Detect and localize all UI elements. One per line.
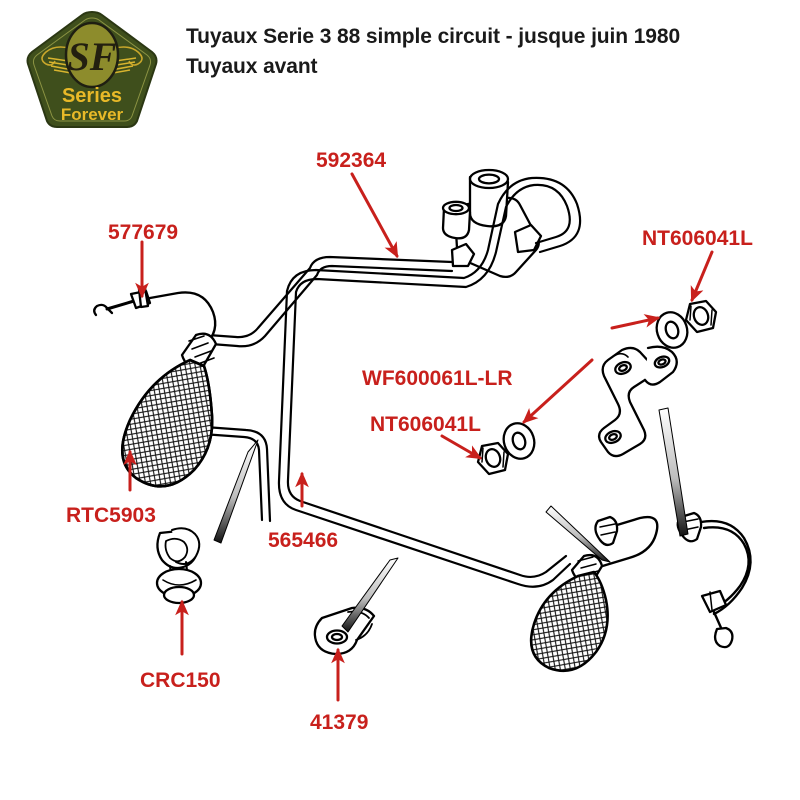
logo-word-top: Series: [62, 85, 122, 107]
arrow-nt606041l-top: [690, 250, 714, 303]
mounting-bracket: [597, 345, 678, 458]
leader-wedges: [213, 407, 689, 633]
fastener-set-middle: [476, 422, 536, 476]
far-right-hose-assembly: [676, 511, 752, 649]
part-41379-pipe-bracket: [313, 606, 376, 656]
logo-monogram: SF: [68, 34, 117, 79]
logo-oval: [64, 21, 120, 89]
fastener-set-top-right: [655, 299, 718, 349]
callout-nt606041l-top[interactable]: NT606041L: [642, 227, 753, 250]
logo-wing-right-swirl: [103, 46, 143, 66]
page-title-line-2: Tuyaux avant: [186, 54, 318, 78]
arrow-nt606041l-top-left: [610, 314, 661, 330]
callout-nt606041l-mid[interactable]: NT606041L: [370, 413, 481, 436]
logo-inner-outline: [32, 17, 152, 122]
page-header: SF Series Forever Tuyaux Serie 3 88 simp…: [0, 0, 800, 140]
part-rtc5903-flexible-hose: [93, 286, 218, 488]
callout-565466[interactable]: 565466: [268, 529, 339, 552]
callout-wf600061l-lr[interactable]: WF600061L-LR: [362, 367, 513, 390]
page-title: Tuyaux Serie 3 88 simple circuit - jusqu…: [186, 22, 786, 82]
callout-577679[interactable]: 577679: [108, 221, 179, 244]
part-crc150-hose-clip: [155, 527, 203, 605]
series-forever-logo: SF Series Forever: [22, 8, 162, 130]
arrow-nt606041l-mid: [440, 434, 483, 460]
arrow-wf600061l-lr: [522, 358, 594, 424]
part-592364-front-brake-pipe: [277, 176, 582, 588]
right-flexible-hose-assembly: [529, 515, 659, 673]
arrow-592364: [350, 172, 399, 259]
callout-41379[interactable]: 41379: [310, 711, 369, 734]
logo-wing-left-swirl: [41, 46, 81, 66]
logo-svg: SF Series Forever: [26, 10, 158, 128]
callout-crc150[interactable]: CRC150: [140, 669, 221, 692]
callout-rtc5903[interactable]: RTC5903: [66, 504, 156, 527]
callout-592364[interactable]: 592364: [316, 149, 387, 172]
page-title-line-1: Tuyaux Serie 3 88 simple circuit - jusqu…: [186, 25, 681, 48]
callout-arrows: [123, 172, 714, 702]
brake-junction-block: [441, 168, 543, 279]
logo-word-bottom: Forever: [61, 105, 124, 124]
